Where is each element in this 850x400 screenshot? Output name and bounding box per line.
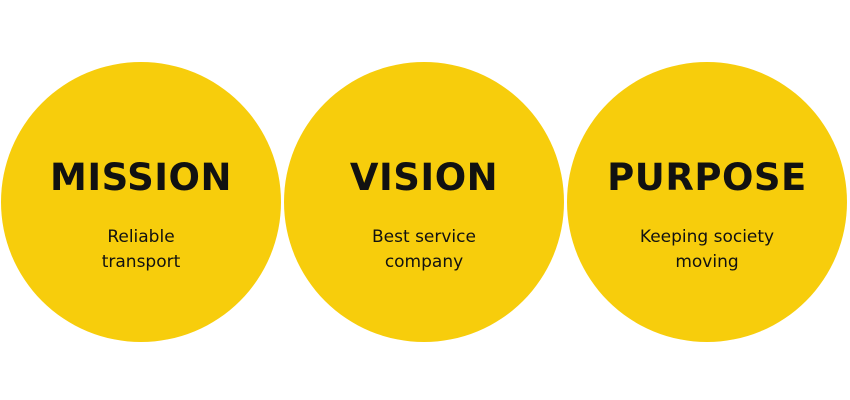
mission-description: Reliable transport (1, 225, 281, 275)
purpose-circle: PURPOSE Keeping society moving (567, 62, 847, 342)
vision-description-line-1: Best service (372, 227, 476, 247)
vision-description: Best service company (284, 225, 564, 275)
purpose-description-line-2: moving (675, 252, 739, 272)
purpose-description: Keeping society moving (567, 225, 847, 275)
mission-title: MISSION (50, 156, 232, 199)
purpose-description-line-1: Keeping society (639, 227, 775, 247)
mission-circle: MISSION Reliable transport (1, 62, 281, 342)
vision-description-line-2: company (384, 252, 464, 272)
mission-description-line-2: transport (101, 252, 181, 272)
vision-title: VISION (349, 156, 499, 199)
mission-description-line-1: Reliable (107, 227, 175, 247)
vision-circle: VISION Best service company (284, 62, 564, 342)
purpose-title: PURPOSE (607, 156, 807, 199)
